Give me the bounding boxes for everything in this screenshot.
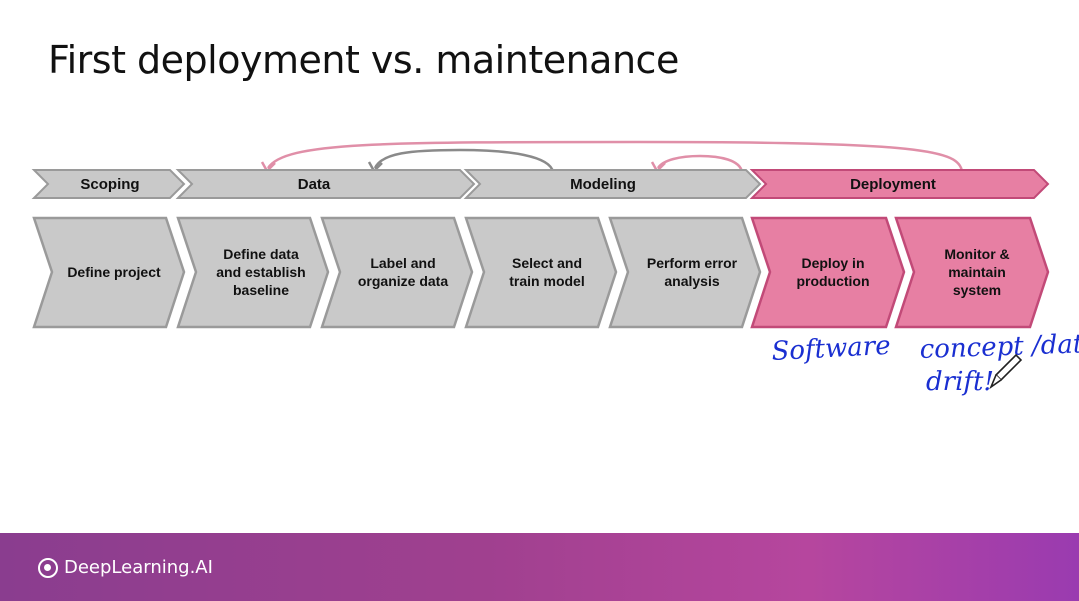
step-error-analysis-label: Perform error analysis: [647, 255, 738, 289]
step-label-line: train model: [509, 273, 584, 289]
step-deploy-production-label: Deploy in production: [796, 255, 869, 289]
step-label-line: maintain: [948, 264, 1006, 280]
step-define-data: Define data and establish baseline: [176, 216, 330, 329]
step-label-line: Define project: [67, 264, 161, 280]
annotation-concept-data: concept /data: [919, 329, 1079, 365]
step-monitor-maintain-label: Monitor & maintain system: [944, 246, 1009, 298]
step-define-project-shape: [32, 216, 186, 329]
feedback-arrow-deployment-to-modeling: [656, 154, 744, 173]
phase-modeling: Modeling: [463, 169, 762, 199]
step-label-line: system: [953, 282, 1001, 298]
step-label-line: Perform error: [647, 255, 738, 271]
step-label-organize: Label and organize data: [320, 216, 474, 329]
footer-bar: DeepLearning.AI: [0, 533, 1079, 601]
step-label-line: Define data: [223, 246, 299, 262]
step-label-line: Label and: [370, 255, 435, 271]
phase-deployment-label: Deployment: [850, 176, 936, 193]
step-label-line: baseline: [233, 282, 289, 298]
phase-scoping-shape: [31, 169, 186, 199]
annotation-drift: drift!: [926, 367, 994, 397]
lifecycle-diagram: Scoping Data Modeling Deployment Define …: [31, 140, 1079, 397]
step-deploy-production-shape: [750, 216, 906, 329]
phase-row: Scoping Data Modeling Deployment: [31, 169, 1050, 199]
step-define-data-label: Define data and establish baseline: [216, 246, 305, 298]
step-error-analysis-shape: [608, 216, 762, 329]
step-label-line: Select and: [512, 255, 582, 271]
phase-deployment: Deployment: [749, 169, 1050, 199]
step-deploy-production: Deploy in production: [750, 216, 906, 329]
step-monitor-maintain-shape: [894, 216, 1050, 329]
step-label-organize-label: Label and organize data: [358, 255, 448, 289]
step-label-organize-shape: [320, 216, 474, 329]
brand-logo: DeepLearning.AI: [38, 557, 213, 578]
handwritten-annotations: Software concept /data drift!: [771, 329, 1079, 397]
phase-data-label: Data: [298, 176, 331, 193]
step-row: Define project Define data and establish b…: [32, 216, 1050, 329]
step-error-analysis: Perform error analysis: [608, 216, 762, 329]
brand-name: DeepLearning.AI: [64, 557, 213, 578]
step-label-line: Monitor &: [944, 246, 1009, 262]
step-label-line: analysis: [664, 273, 719, 289]
slide-title: First deployment vs. maintenance: [48, 38, 679, 82]
phase-data: Data: [175, 169, 476, 199]
annotation-software: Software: [771, 331, 892, 367]
phase-deployment-shape: [749, 169, 1050, 199]
step-define-project: Define project: [32, 216, 186, 329]
phase-modeling-label: Modeling: [570, 176, 636, 193]
feedback-arrows: [260, 140, 964, 174]
deeplearning-logo-icon: [38, 557, 58, 578]
phase-data-shape: [175, 169, 476, 199]
step-select-train: Select and train model: [464, 216, 618, 329]
step-label-line: and establish: [216, 264, 305, 280]
step-select-train-label: Select and train model: [509, 255, 584, 289]
phase-modeling-shape: [463, 169, 762, 199]
pen-cursor-icon: [989, 353, 1023, 390]
step-define-project-label: Define project: [67, 264, 161, 280]
step-select-train-shape: [464, 216, 618, 329]
step-label-line: Deploy in: [801, 255, 864, 271]
step-label-line: organize data: [358, 273, 448, 289]
phase-scoping: Scoping: [31, 169, 186, 199]
step-monitor-maintain: Monitor & maintain system: [894, 216, 1050, 329]
step-label-line: production: [796, 273, 869, 289]
feedback-arrow-modeling-to-data: [373, 148, 555, 173]
feedback-arrow-monitor-to-data: [266, 140, 964, 173]
step-define-data-shape: [176, 216, 330, 329]
phase-scoping-label: Scoping: [80, 176, 139, 193]
